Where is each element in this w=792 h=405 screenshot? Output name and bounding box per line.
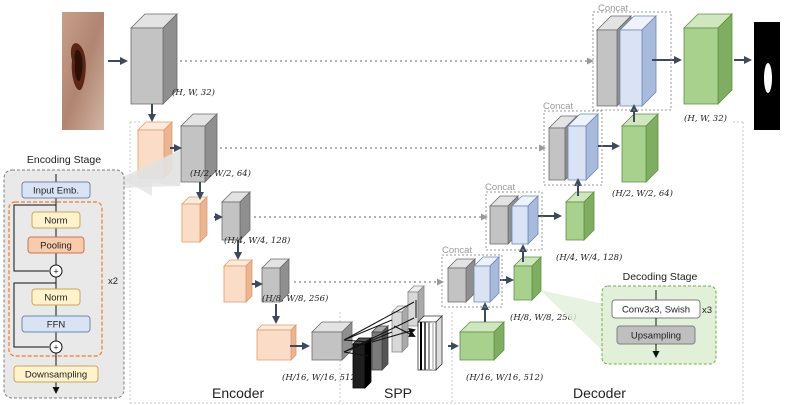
input-emb-box [21,181,91,199]
encoding-repeat-label: x2 [108,276,118,287]
dim-e0: (H, W, 32) [172,87,215,98]
decoder-block-4 [459,321,505,361]
spp-stripe [428,322,430,370]
dim-e1: (H/2, W/2, 64) [190,168,251,179]
dim-e4: (H/16, W/16, 512) [282,372,359,383]
spp-stripe [420,322,422,370]
norm-box-2 [31,288,81,306]
section-label-encoder: Encoder [212,385,264,401]
concat-frame-3 [441,254,503,308]
skip-connections [180,57,594,286]
encoding-stage-title: Encoding Stage [27,154,101,166]
dim-d1: (H/2, W/2, 64) [612,188,673,199]
concat-frame-2 [485,191,543,251]
concat-label-3: Concat [442,245,472,256]
decoding-zoom-wedge [540,290,604,352]
encoder-block-2b [221,191,251,241]
concat-block-2-blue [511,195,539,245]
encoder-block-2a [181,196,208,243]
pooling-box [27,236,85,254]
concat-label-0: Concat [598,3,628,14]
spp-stripe [432,322,434,370]
add-node-2 [49,340,63,354]
concat-block-0-blue [619,15,657,107]
encoder-block-3a [223,259,253,303]
decoder-block-2 [565,191,595,241]
plus-icon-1: + [53,267,58,277]
encoder-block-4a [256,324,297,361]
dim-e3: (H/8, W/8, 256) [262,293,328,304]
ffn-label: FFN [47,320,66,331]
input-image [62,12,104,130]
section-label-spp: SPP [384,385,412,401]
decoding-stage-title: Decoding Stage [623,271,698,283]
concat-label-2: Concat [485,182,515,193]
encoder-block-1b [180,113,218,183]
decoder-block-0 [683,13,733,105]
concat-block-3-blue [473,256,500,303]
concat-frame-1 [543,110,603,186]
norm-label-2: Norm [44,293,67,304]
dim-d3: (H/8, W/8, 256) [510,312,576,323]
spp-concat-block [417,315,443,371]
spp-stripe [424,322,426,370]
norm-label-1: Norm [44,216,67,227]
concat-frames [441,11,672,308]
dim-d0: (H, W, 32) [684,113,727,124]
norm-box-1 [31,211,81,229]
decoder-block-1 [621,113,659,183]
pooling-label: Pooling [40,241,72,252]
concat-block-3-gray [447,258,476,303]
dim-d4: (H/16, W/16, 512) [466,372,543,383]
spp-block-dark [371,325,389,371]
encoder-block-3b [261,258,290,303]
downsampling-label: Downsampling [25,370,87,381]
concat-label-1: Concat [543,101,573,112]
encoder-block-4b [311,321,353,361]
decoding-repeat-label: x3 [702,305,712,316]
conv-swish-label: Conv3x3, Swish [622,305,690,316]
output-mask [754,22,780,130]
plus-icon-2: + [53,343,58,353]
spp-block-gray [391,305,409,353]
encoder-block-0 [130,13,178,105]
decoding-stage-panel: Decoding Stage Conv3x3, Swish x3 Upsampl… [601,271,717,365]
concat-block-1-blue [567,113,599,181]
downsampling-box [13,365,99,383]
upsampling-label: Upsampling [631,331,681,342]
spp-fan [343,300,417,357]
dim-d2: (H/4, W/4, 128) [556,252,622,263]
decoder-block-3 [513,256,542,301]
add-node-1 [49,264,63,278]
ffn-box [21,315,91,333]
dim-e2: (H/4, W/4, 128) [224,235,290,246]
input-emb-label: Input Emb. [33,186,79,197]
section-label-decoder: Decoder [573,385,626,401]
dimension-labels: (H, W, 32) (H/2, W/2, 64) (H/4, W/4, 128… [172,87,727,383]
encoding-stage-panel: Encoding Stage x2 Input Emb. Norm Poolin… [3,154,125,399]
